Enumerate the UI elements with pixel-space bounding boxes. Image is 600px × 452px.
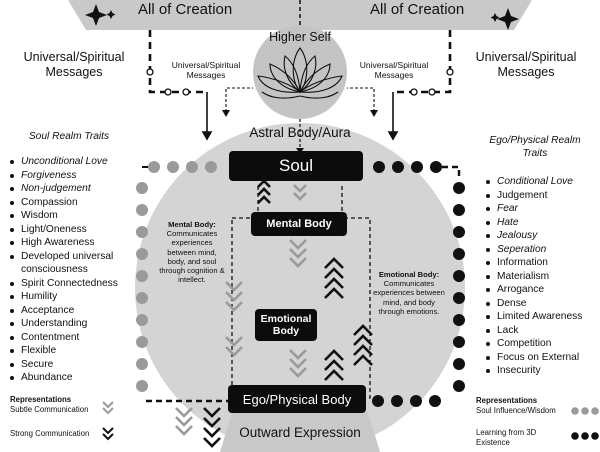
universal-messages-left: Universal/Spiritual Messages [23, 50, 125, 79]
trait-item: Understanding [8, 317, 143, 331]
learning-loop [372, 161, 465, 407]
creation-band-left [68, 0, 300, 30]
trait-item: High Awareness [8, 236, 143, 250]
universal-messages-right-small: Universal/Spiritual Messages [359, 60, 429, 80]
trait-item: Insecurity [484, 364, 596, 378]
legend-soul-influence-symbol [571, 407, 599, 415]
astral-body-label: Astral Body/Aura [249, 125, 351, 140]
soul-realm-heading: Soul Realm Traits [28, 131, 110, 142]
trait-item: Non-judgement [8, 182, 143, 196]
mental-body-box: Mental Body [251, 212, 347, 236]
ego-physical-body-label: Ego/Physical Body [242, 391, 352, 407]
trait-item: Focus on External [484, 351, 596, 365]
trait-item: Light/Oneness [8, 223, 143, 237]
aura-circle [135, 123, 465, 452]
trait-item: Secure [8, 358, 143, 372]
soul-label: Soul [278, 156, 314, 175]
creation-right-label: All of Creation [370, 1, 465, 18]
legend-left-title: Representations [10, 395, 72, 404]
trait-item: Acceptance [8, 304, 143, 318]
trait-item: Flexible [8, 344, 143, 358]
higher-self-label: Higher Self [269, 30, 331, 44]
strong-chevrons [203, 179, 373, 448]
trait-item: Arrogance [484, 283, 596, 297]
trait-item: Fear [484, 202, 596, 216]
trait-item: Materialism [484, 270, 596, 284]
trait-item: Spirit Connectedness [8, 277, 143, 291]
trait-item: Information [484, 256, 596, 270]
emotional-body-desc-title: Emotional Body: [378, 270, 440, 279]
trait-item: Conditional Love [484, 175, 596, 189]
trait-item: Abundance [8, 371, 143, 385]
legend-soul-influence-label: Soul Influence/Wisdom [476, 406, 556, 415]
creation-band-right [300, 0, 532, 30]
legend-strong-symbol [102, 427, 114, 441]
legend-right-title: Representations [476, 396, 538, 405]
outward-band [220, 412, 380, 452]
emotional-body-box: Emotional Body [255, 309, 317, 341]
creation-left-label: All of Creation [138, 1, 233, 18]
legend-subtle-label: Subtle Communication [10, 405, 89, 414]
trait-item: Dense [484, 297, 596, 311]
universal-messages-right: Universal/Spiritual Messages [475, 50, 577, 79]
ego-physical-body-box: Ego/Physical Body [228, 385, 366, 413]
higher-self-circle [253, 25, 347, 119]
universal-messages-left-small: Universal/Spiritual Messages [171, 60, 241, 80]
lotus-icon [257, 47, 343, 99]
mental-body-description: Mental Body: Communicates experiences be… [159, 220, 225, 284]
trait-item: Lack [484, 324, 596, 338]
mental-body-label: Mental Body [266, 218, 332, 230]
emotional-body-desc-text: Communicates experiences between mind, a… [373, 279, 445, 316]
trait-item: Hate [484, 216, 596, 230]
trait-item: Unconditional Love [8, 155, 143, 169]
legend-subtle-symbol [102, 401, 114, 415]
trait-item: Limited Awareness [484, 310, 596, 324]
ego-realm-heading: Ego/Physical Realm Traits [489, 135, 581, 159]
sparkle-icon-right [490, 8, 519, 30]
trait-item: Competition [484, 337, 596, 351]
sparkle-icon-left [85, 4, 116, 26]
trait-item: Developed universal consciousness [8, 250, 143, 277]
trait-item: Seperation [484, 243, 596, 257]
emotional-body-label: Emotional Body [260, 313, 312, 337]
trait-item: Jealousy [484, 229, 596, 243]
soul-influence-loop [136, 161, 217, 392]
trait-item: Wisdom [8, 209, 143, 223]
subtle-chevrons [175, 184, 307, 436]
legend-strong-label: Strong Communication [10, 429, 90, 438]
outward-expression-label: Outward Expression [239, 425, 361, 440]
emotional-body-description: Emotional Body: Communicates experiences… [372, 270, 446, 316]
trait-item: Humility [8, 290, 143, 304]
trait-item: Compassion [8, 196, 143, 210]
legend-learning-label: Learning from 3D Existence [476, 428, 537, 447]
mental-body-desc-title: Mental Body: [168, 220, 216, 229]
trait-item: Forgiveness [8, 169, 143, 183]
legend-learning-symbol [571, 432, 599, 440]
soul-box: Soul [229, 151, 363, 181]
trait-item: Judgement [484, 189, 596, 203]
trait-item: Contentment [8, 331, 143, 345]
mental-body-desc-text: Communicates experiences between mind, b… [159, 229, 225, 285]
